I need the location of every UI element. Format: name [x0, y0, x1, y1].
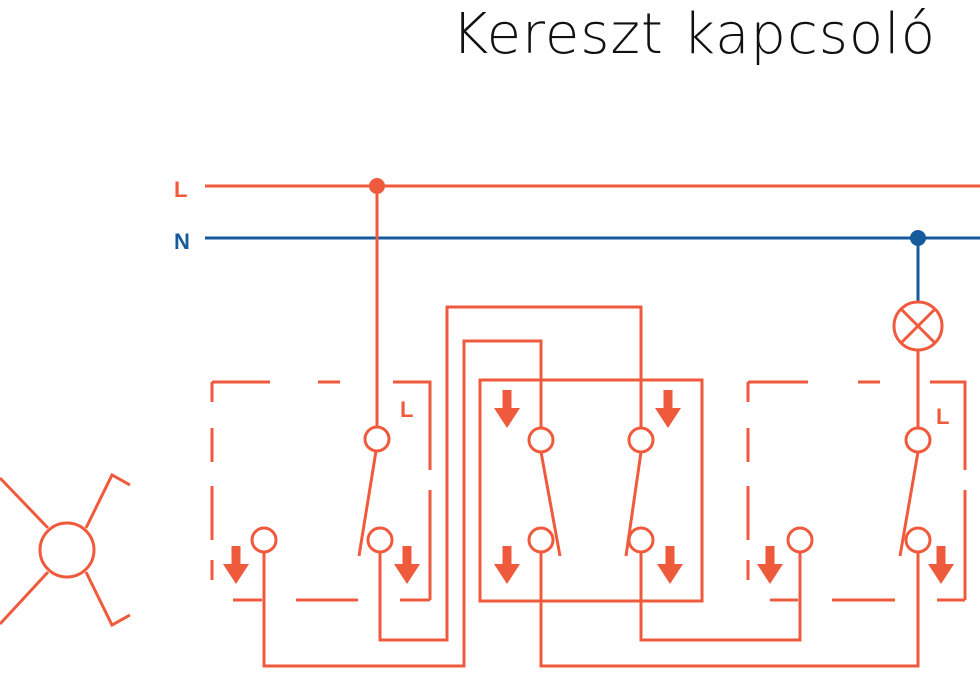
traveler-wire-1	[378, 305, 643, 642]
arrow-down-icon	[223, 390, 954, 584]
switch-contacts	[250, 425, 932, 554]
left-switch-housing	[210, 380, 432, 602]
diagram-title: Kereszt kapcsoló	[451, 2, 936, 67]
switch-symbol-icon	[0, 472, 131, 628]
phase-label: L	[174, 177, 187, 202]
traveler-wire-3	[539, 553, 920, 668]
switch-levers	[357, 450, 920, 557]
lamp-icon	[892, 300, 944, 352]
middle-switch-housing	[478, 378, 704, 603]
traveler-wire-4	[639, 553, 802, 642]
left-switch-terminal-label: L	[400, 397, 413, 422]
traveler-wire-2	[262, 339, 543, 668]
right-switch-housing	[746, 380, 967, 602]
neutral-label: N	[174, 229, 190, 254]
right-switch-terminal-label: L	[936, 404, 949, 429]
